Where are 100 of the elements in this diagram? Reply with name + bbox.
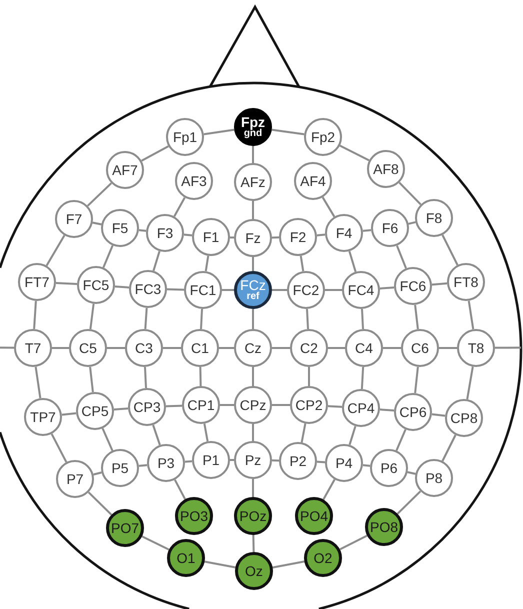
electrode-label: AF7 bbox=[112, 163, 138, 177]
electrode-circle bbox=[234, 441, 272, 479]
connector-line bbox=[362, 229, 372, 232]
electrode-circle bbox=[415, 199, 453, 237]
connector-line bbox=[442, 234, 458, 266]
electrode-label: F7 bbox=[66, 212, 82, 226]
electrode-label: F5 bbox=[112, 221, 128, 235]
electrode-label: FCz bbox=[240, 278, 266, 292]
connector-line bbox=[396, 429, 406, 451]
electrode-label: FC1 bbox=[190, 283, 216, 297]
connector-line bbox=[203, 424, 209, 442]
electrode-label: P6 bbox=[380, 461, 398, 475]
connector-line bbox=[322, 479, 336, 500]
connector-line bbox=[87, 182, 112, 207]
electrode-circle bbox=[235, 552, 273, 590]
electrode-circle bbox=[371, 209, 409, 247]
electrode-circle bbox=[457, 329, 495, 367]
electrode-label: CP6 bbox=[399, 405, 427, 419]
connector-line bbox=[144, 366, 147, 388]
connector-line bbox=[252, 424, 254, 441]
connector-line bbox=[252, 201, 254, 219]
electrode-circle bbox=[76, 392, 114, 430]
connector-line bbox=[360, 366, 364, 390]
electrode-circle bbox=[69, 329, 107, 367]
electrode-label: Pz bbox=[244, 453, 262, 467]
electrode-circle bbox=[56, 460, 94, 498]
electrode-circle bbox=[325, 444, 363, 482]
electrode-circle bbox=[304, 118, 342, 156]
electrode-circle bbox=[181, 329, 219, 367]
electrode-sublabel: ref bbox=[246, 292, 260, 302]
connector-line bbox=[252, 534, 255, 552]
connector-line bbox=[0, 346, 14, 349]
electrode-circle bbox=[24, 398, 62, 436]
connector-line bbox=[152, 424, 161, 446]
connector-line bbox=[380, 286, 394, 290]
electrode-label: Oz bbox=[245, 564, 263, 578]
electrode-circle bbox=[279, 442, 317, 480]
connector-line bbox=[142, 536, 170, 550]
connector-line bbox=[220, 404, 234, 406]
electrode-sublabel: gnd bbox=[244, 129, 262, 139]
electrode-circle bbox=[234, 386, 272, 424]
electrode-circle bbox=[401, 329, 439, 367]
electrode-label: Fp2 bbox=[310, 130, 336, 144]
electrode-label: PO3 bbox=[180, 509, 208, 523]
connector-line bbox=[272, 404, 290, 406]
connector-line bbox=[50, 433, 68, 463]
electrode-label: POz bbox=[239, 509, 267, 523]
electrode-label: F6 bbox=[382, 221, 398, 235]
electrode-label: F2 bbox=[290, 230, 306, 244]
electrode-circle bbox=[182, 386, 220, 424]
connector-line bbox=[219, 347, 234, 349]
electrode-label: C6 bbox=[411, 341, 429, 355]
electrode-circle bbox=[184, 271, 222, 309]
electrode-label: CP8 bbox=[450, 411, 478, 425]
electrode-label: FC2 bbox=[292, 283, 320, 297]
connector-line bbox=[252, 367, 254, 386]
connector-line bbox=[138, 229, 146, 232]
connector-line bbox=[408, 221, 416, 225]
electrode-circle bbox=[325, 214, 363, 252]
electrode-circle bbox=[287, 271, 325, 309]
electrode-label: CP1 bbox=[187, 398, 215, 412]
electrode-circle bbox=[234, 108, 272, 146]
connector-line bbox=[52, 347, 69, 349]
connector-line bbox=[230, 236, 234, 238]
connector-line bbox=[252, 257, 254, 271]
electrode-label: P7 bbox=[66, 472, 84, 486]
connector-line bbox=[138, 464, 148, 467]
electrode-circle bbox=[234, 219, 272, 257]
electrode-circle bbox=[166, 118, 204, 156]
electrode-label: FC6 bbox=[400, 279, 426, 293]
electrode-circle bbox=[77, 266, 115, 304]
electrode-circle bbox=[175, 162, 213, 200]
electrode-label: FT8 bbox=[454, 275, 478, 289]
connector-line bbox=[252, 146, 254, 163]
electrode-label: P1 bbox=[202, 453, 220, 467]
connector-line bbox=[46, 234, 66, 266]
connector-line bbox=[339, 534, 368, 550]
connector-line bbox=[114, 408, 128, 410]
electrode-label: P8 bbox=[425, 471, 443, 485]
connector-line bbox=[380, 408, 394, 412]
connector-line bbox=[89, 366, 94, 392]
connector-line bbox=[174, 479, 186, 500]
connector-line bbox=[102, 428, 114, 451]
electrode-circle bbox=[18, 263, 56, 301]
electrode-label: PO8 bbox=[370, 520, 398, 534]
connector-line bbox=[88, 492, 112, 516]
electrode-circle bbox=[129, 270, 167, 308]
connector-line bbox=[396, 490, 422, 514]
connector-line bbox=[466, 366, 474, 400]
electrode-circle bbox=[342, 389, 380, 427]
electrode-label: C2 bbox=[300, 341, 318, 355]
electrode-label: F1 bbox=[202, 230, 220, 244]
electrode-label: CPz bbox=[240, 398, 266, 412]
connector-line bbox=[204, 560, 236, 568]
connector-line bbox=[102, 245, 114, 268]
connector-line bbox=[252, 309, 254, 329]
electrode-label: Cz bbox=[244, 341, 262, 355]
connector-line bbox=[114, 286, 130, 288]
connector-line bbox=[306, 308, 309, 330]
electrode-label: PO7 bbox=[110, 521, 139, 535]
